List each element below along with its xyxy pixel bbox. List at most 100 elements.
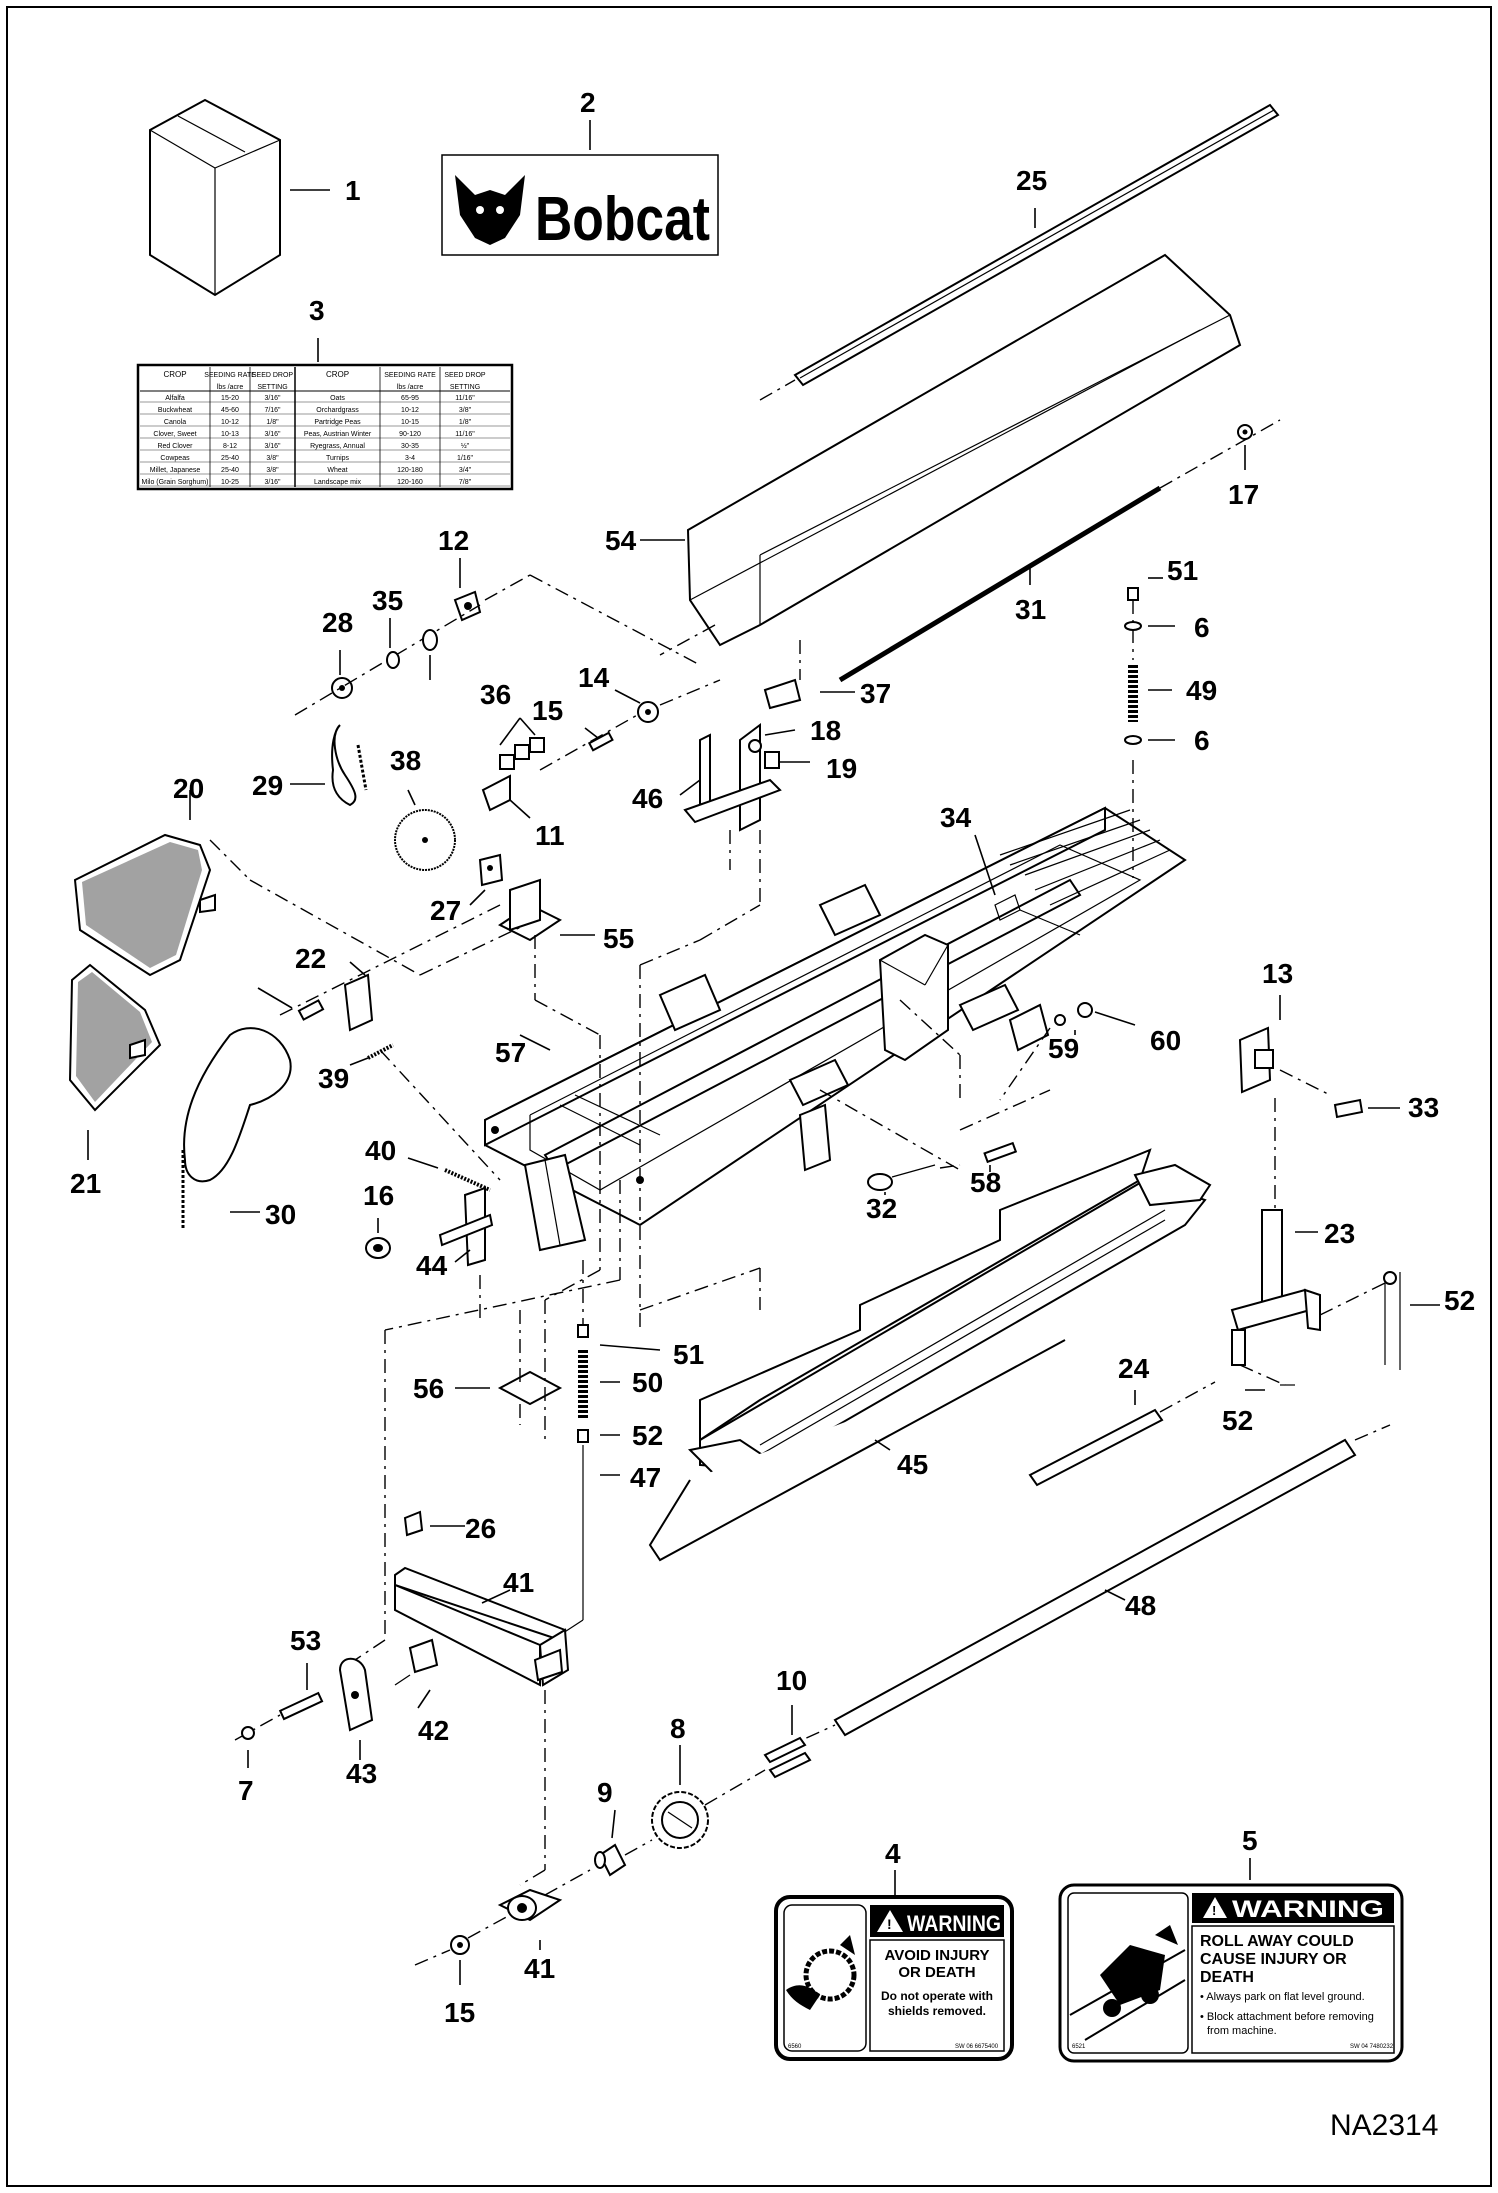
table-cell: 3/16" (264, 431, 281, 438)
callout: 5 (1242, 1825, 1258, 1856)
callout: 58 (970, 1167, 1001, 1198)
decal4-line2: OR DEATH (898, 1964, 975, 1981)
callout: 30 (265, 1199, 296, 1230)
callout: 54 (605, 525, 637, 556)
table-cell: 3/16" (264, 443, 281, 450)
table-cell: 3/4" (459, 467, 472, 474)
callout: 15 (444, 1997, 475, 2028)
table-cell: CROP (326, 370, 349, 379)
table-cell: SEED DROP (444, 372, 486, 379)
table-cell: Buckwheat (158, 407, 192, 414)
callout: 52 (632, 1420, 663, 1451)
table-cell: 65-95 (401, 395, 419, 402)
table-cell: 3/16" (264, 479, 281, 486)
part-spring-41a (349, 1043, 501, 1181)
part-18-washer (1237, 424, 1253, 470)
table-cell: 45-60 (221, 407, 239, 414)
callout: 11 (535, 820, 565, 851)
drawing-code: NA2314 (1330, 2109, 1438, 2142)
part-metering-shaft (838, 419, 1281, 683)
part-idler-23 (257, 904, 501, 1032)
table-cell: 10-12 (221, 419, 239, 426)
table-cell: Millet, Japanese (150, 467, 201, 474)
decal5-code-left: 6521 (1072, 2044, 1086, 2050)
table-cell: Milo (Grain Sorghum) (142, 479, 209, 486)
table-cell: 25-40 (221, 467, 239, 474)
table-cell: 90-120 (399, 431, 421, 438)
table-cell: 3/8" (266, 467, 279, 474)
part-spring-41b (407, 1157, 491, 1192)
decal5-header: WARNING (1232, 1896, 1384, 1923)
callout: 41 (524, 1953, 555, 1984)
callout: 34 (940, 802, 972, 833)
table-cell: 7/8" (459, 479, 472, 486)
part-carton (149, 98, 330, 297)
part-bracket-13 (453, 558, 701, 666)
table-cell: 1/16" (457, 455, 474, 462)
warning-triangle-icon (877, 1910, 903, 1932)
callout: 25 (1016, 165, 1047, 196)
part-15-sprocket (614, 679, 721, 723)
callout: 20 (173, 773, 204, 804)
part-36-ubolt (974, 834, 1081, 936)
roll-away-hazard-icon (1069, 1925, 1186, 2041)
decal5-bullet1: • Always park on flat level ground. (1200, 1991, 1365, 2003)
part-agitator-rod (759, 103, 1280, 401)
table-cell: Oats (330, 395, 345, 402)
decal4-line4: shields removed. (888, 2004, 986, 2018)
part-35-plate (1333, 1098, 1400, 1119)
callout: 38 (390, 745, 421, 776)
callout: 2 (580, 87, 596, 118)
table-cell: 3/8" (459, 407, 472, 414)
table-cell: 10-25 (221, 479, 239, 486)
callout: 50 (632, 1367, 663, 1398)
callout: 48 (1125, 1590, 1156, 1621)
part-10-bushing (594, 1809, 653, 1877)
table-cell: Wheat (327, 467, 347, 474)
decal4-line3: Do not operate with (881, 1989, 993, 2003)
table-cell: Ryegrass, Annual (310, 443, 365, 450)
callout: 53 (290, 1625, 321, 1656)
table-cell: SETTING (450, 384, 480, 391)
table-cell: Partridge Peas (314, 419, 361, 426)
callout: 56 (413, 1373, 444, 1404)
table-cell: SETTING (257, 384, 287, 391)
table-cell: 120-180 (397, 467, 423, 474)
decal5-line2: CAUSE INJURY OR (1200, 1951, 1347, 1968)
part-shield-32 (181, 1027, 292, 1230)
part-50-shaft (779, 1424, 1391, 1751)
callout: 8 (670, 1713, 686, 1744)
part-sprocket-40 (394, 789, 456, 871)
callout: 23 (1324, 1218, 1355, 1249)
callout: 3 (309, 295, 325, 326)
part-16-shaft (539, 704, 656, 771)
part-44-plate (394, 1638, 439, 1709)
table-cell: 10-15 (401, 419, 419, 426)
table-cell: 3-4 (405, 455, 415, 462)
callout: 37 (860, 678, 891, 709)
callout: 10 (776, 1665, 807, 1696)
table-cell: SEEDING RATE (204, 372, 256, 379)
callout: 46 (632, 783, 663, 814)
part-shield-22 (68, 963, 162, 1160)
decal5-line3: DEATH (1200, 1969, 1254, 1986)
part-34-clip (867, 1164, 961, 1195)
callout: 33 (1408, 1092, 1439, 1123)
table-cell: ½" (461, 442, 470, 450)
part-24-stand (1230, 1098, 1321, 1366)
callout-labels: 1 2 3 4 5 6 6 7 8 9 10 11 12 13 14 15 15… (70, 87, 1475, 2028)
decal4-line1: AVOID INJURY (884, 1947, 989, 1964)
table-cell: Clover, Sweet (153, 431, 196, 438)
table-cell: 25-40 (221, 455, 239, 462)
callout: 29 (252, 770, 283, 801)
callout: 44 (416, 1250, 448, 1281)
table-cell: 7/16" (264, 407, 281, 414)
table-cell: CROP (163, 370, 186, 379)
part-12-bracket (481, 774, 531, 819)
part-28-clip (403, 1510, 465, 1537)
decal5-bullet2a: • Block attachment before removing (1200, 2011, 1374, 2023)
svg-text:!: ! (887, 1916, 892, 1932)
callout: 47 (630, 1462, 661, 1493)
part-38-plates (499, 717, 545, 770)
